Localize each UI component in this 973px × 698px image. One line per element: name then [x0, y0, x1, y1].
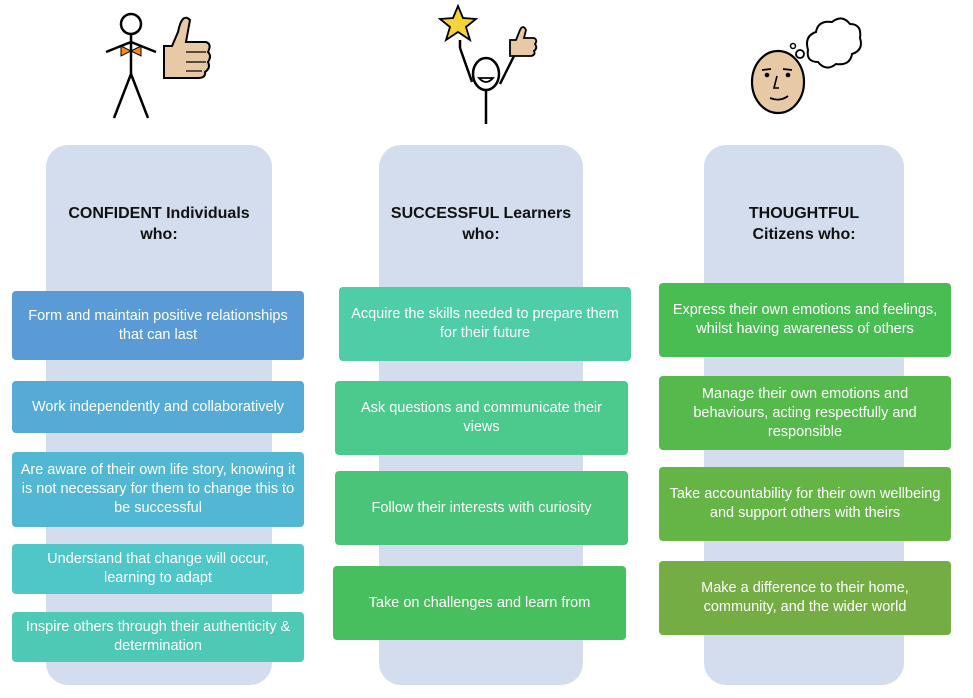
- thoughtful-item-2: Manage their own emotions and behaviours…: [659, 376, 951, 450]
- column-title-successful: SUCCESSFUL Learners who:: [390, 205, 572, 243]
- confident-item-1: Form and maintain positive relationships…: [12, 291, 304, 360]
- thoughtful-item-3: Take accountability for their own wellbe…: [659, 467, 951, 541]
- successful-item-1: Acquire the skills needed to prepare the…: [339, 287, 631, 361]
- column-title-confident: CONFIDENT Individuals who:: [68, 205, 250, 243]
- thinking-face-icon: [750, 17, 862, 115]
- stick-figure-thumbs-up-icon: [105, 12, 211, 119]
- successful-item-2: Ask questions and communicate their view…: [335, 381, 628, 455]
- confident-item-5: Inspire others through their authenticit…: [12, 612, 304, 662]
- column-title-thoughtful: THOUGHTFUL Citizens who:: [748, 205, 860, 243]
- confident-item-3: Are aware of their own life story, knowi…: [12, 452, 304, 527]
- thoughtful-item-4: Make a difference to their home, communi…: [659, 561, 951, 635]
- confident-item-2: Work independently and collaboratively: [12, 381, 304, 433]
- confident-item-4: Understand that change will occur, learn…: [12, 544, 304, 594]
- successful-item-3: Follow their interests with curiosity: [335, 471, 628, 545]
- successful-item-4: Take on challenges and learn from: [333, 566, 626, 640]
- thoughtful-item-1: Express their own emotions and feelings,…: [659, 283, 951, 357]
- celebrating-figure-star-icon: [437, 4, 538, 124]
